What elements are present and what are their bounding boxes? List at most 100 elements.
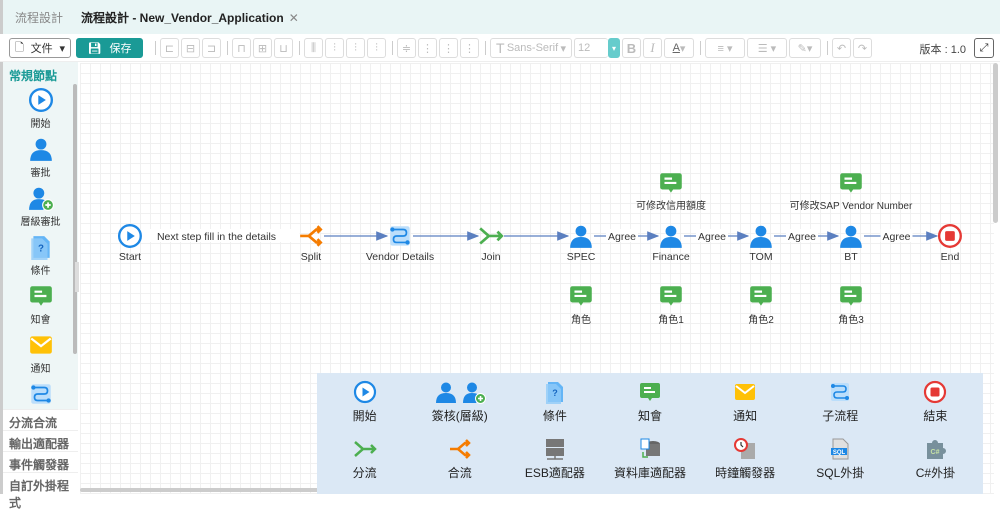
sidebar-scrollbar[interactable] xyxy=(73,84,77,354)
node-label: Vendor Details xyxy=(366,251,434,263)
palette-item[interactable]: 通知 xyxy=(698,377,793,434)
distribute-v3-icon[interactable]: ⋮ xyxy=(439,38,458,58)
file-menu-button[interactable]: 🗋文件▾ xyxy=(9,38,71,58)
palette-item-label: SQL外掛 xyxy=(816,465,865,480)
sidebar-item-user-add[interactable]: 層級審批 xyxy=(3,182,78,231)
sidebar-category-custom-plugin[interactable]: 自訂外掛程式 xyxy=(3,472,78,510)
distribute-h-icon[interactable]: ⫼ xyxy=(304,38,323,58)
node-finance[interactable]: Finance xyxy=(652,225,690,263)
palette-item[interactable]: 子流程 xyxy=(793,377,888,434)
node-vendor[interactable]: Vendor Details xyxy=(366,226,434,263)
text-align-button[interactable]: ≡ ▾ xyxy=(705,38,745,58)
align-right-icon[interactable]: ⊐ xyxy=(202,38,221,58)
palette-item[interactable]: ?條件 xyxy=(507,377,602,434)
fullscreen-button[interactable]: ⤢ xyxy=(974,38,994,58)
subprocess-icon xyxy=(390,226,410,246)
note-below-bt[interactable]: 角色3 xyxy=(838,286,864,326)
redo-button[interactable]: ↷ xyxy=(853,38,872,58)
canvas-horizontal-scrollbar[interactable] xyxy=(80,488,320,492)
node-bt[interactable]: BT xyxy=(840,225,862,263)
save-button[interactable]: 💾︎保存 xyxy=(76,38,143,58)
font-size-dropdown[interactable]: ▾ xyxy=(608,38,620,58)
end-icon xyxy=(937,223,962,248)
palette-item[interactable]: 分流 xyxy=(317,434,412,491)
edge-label[interactable]: Agree xyxy=(608,231,636,243)
align-left-icon[interactable]: ⊏ xyxy=(160,38,179,58)
close-tab-icon[interactable]: ✕ xyxy=(288,10,299,25)
distribute-v-icon[interactable]: ≑ xyxy=(397,38,416,58)
sidebar-item-start[interactable]: 開始 xyxy=(3,84,78,133)
tab-process-design[interactable]: 流程設計 xyxy=(15,10,64,25)
user-icon xyxy=(29,138,52,161)
palette-item[interactable]: 知會 xyxy=(602,377,697,434)
distribute-h4-icon[interactable]: ⫶ xyxy=(367,38,386,58)
node-split[interactable]: Split xyxy=(300,225,323,263)
note-above-bt[interactable]: 可修改SAP Vendor Number xyxy=(790,173,913,212)
condition-icon: ? xyxy=(545,382,563,404)
canvas-vertical-scrollbar[interactable] xyxy=(993,63,998,223)
palette-item[interactable]: C#C#外掛 xyxy=(888,434,983,491)
sidebar-item-user[interactable]: 審批 xyxy=(3,133,78,182)
note-below-spec[interactable]: 角色 xyxy=(570,286,592,326)
sidebar-item-condition[interactable]: ?條件 xyxy=(3,231,78,280)
distribute-h3-icon[interactable]: ⫶ xyxy=(346,38,365,58)
note-above-finance[interactable]: 可修改信用額度 xyxy=(636,173,706,212)
palette-item-label: 通知 xyxy=(733,409,758,423)
font-color-button[interactable]: A▾ xyxy=(664,38,694,58)
node-join[interactable]: Join xyxy=(479,227,504,263)
distribute-v4-icon[interactable]: ⋮ xyxy=(460,38,479,58)
split-icon xyxy=(449,438,471,459)
bold-button[interactable]: B xyxy=(622,38,641,58)
join-icon xyxy=(353,440,377,457)
note-below-tom[interactable]: 角色2 xyxy=(748,286,774,326)
save-label: 保存 xyxy=(109,43,132,55)
palette-item[interactable]: 簽核(層級) xyxy=(412,377,507,434)
palette-item[interactable]: 開始 xyxy=(317,377,412,434)
sidebar-item-subprocess[interactable] xyxy=(3,378,78,409)
note-below-finance[interactable]: 角色1 xyxy=(658,286,684,326)
palette-item[interactable]: 結束 xyxy=(888,377,983,434)
edge-label[interactable]: Agree xyxy=(698,231,726,243)
font-size-input[interactable]: 12 xyxy=(574,38,608,58)
node-end[interactable]: End xyxy=(937,223,962,263)
user-icon xyxy=(750,225,772,248)
text-icon: T xyxy=(496,40,505,56)
palette-item[interactable]: 時鐘觸發器 xyxy=(698,434,793,491)
sidebar-category-output-adapter[interactable]: 輸出適配器 xyxy=(3,430,78,451)
sidebar-item-notice[interactable]: 知會 xyxy=(3,280,78,329)
node-tom[interactable]: TOM xyxy=(749,225,773,263)
palette-item-label: 資料庫適配器 xyxy=(613,465,686,480)
align-center-icon[interactable]: ⊟ xyxy=(181,38,200,58)
node-label: SPEC xyxy=(567,251,596,263)
sidebar-collapse-handle[interactable] xyxy=(75,262,79,292)
palette-item[interactable]: 資料庫適配器 xyxy=(602,434,697,491)
node-spec[interactable]: SPEC xyxy=(567,225,596,263)
edge-label[interactable]: Agree xyxy=(882,231,910,243)
line-color-button[interactable]: ✎▾ xyxy=(789,38,821,58)
sidebar-item-mail[interactable]: 通知 xyxy=(3,329,78,378)
palette-item[interactable]: ESB適配器 xyxy=(507,434,602,491)
distribute-v2-icon[interactable]: ⋮ xyxy=(418,38,437,58)
font-color-label: A xyxy=(672,42,680,54)
mail-icon xyxy=(29,336,52,354)
sidebar-header[interactable]: 常規節點 xyxy=(3,62,78,84)
italic-button[interactable]: I xyxy=(643,38,662,58)
undo-button[interactable]: ↶ xyxy=(832,38,851,58)
line-style-button[interactable]: ☰ ▾ xyxy=(747,38,787,58)
align-top-icon[interactable]: ⊓ xyxy=(232,38,251,58)
tab-new-vendor-application[interactable]: 流程設計 - New_Vendor_Application✕ xyxy=(75,9,311,26)
divider xyxy=(299,41,300,55)
node-label: Start xyxy=(119,251,141,263)
align-bottom-icon[interactable]: ⊔ xyxy=(274,38,293,58)
node-start[interactable]: Start xyxy=(117,223,142,263)
palette-item[interactable]: 合流 xyxy=(412,434,507,491)
node-label: Split xyxy=(301,251,322,263)
align-middle-icon[interactable]: ⊞ xyxy=(253,38,272,58)
sidebar-category-split-join[interactable]: 分流合流 xyxy=(3,409,78,430)
distribute-h2-icon[interactable]: ⫶ xyxy=(325,38,344,58)
edge-label[interactable]: Next step fill in the details xyxy=(157,231,276,243)
edge-label[interactable]: Agree xyxy=(788,231,816,243)
sidebar-category-event-trigger[interactable]: 事件觸發器 xyxy=(3,451,78,472)
